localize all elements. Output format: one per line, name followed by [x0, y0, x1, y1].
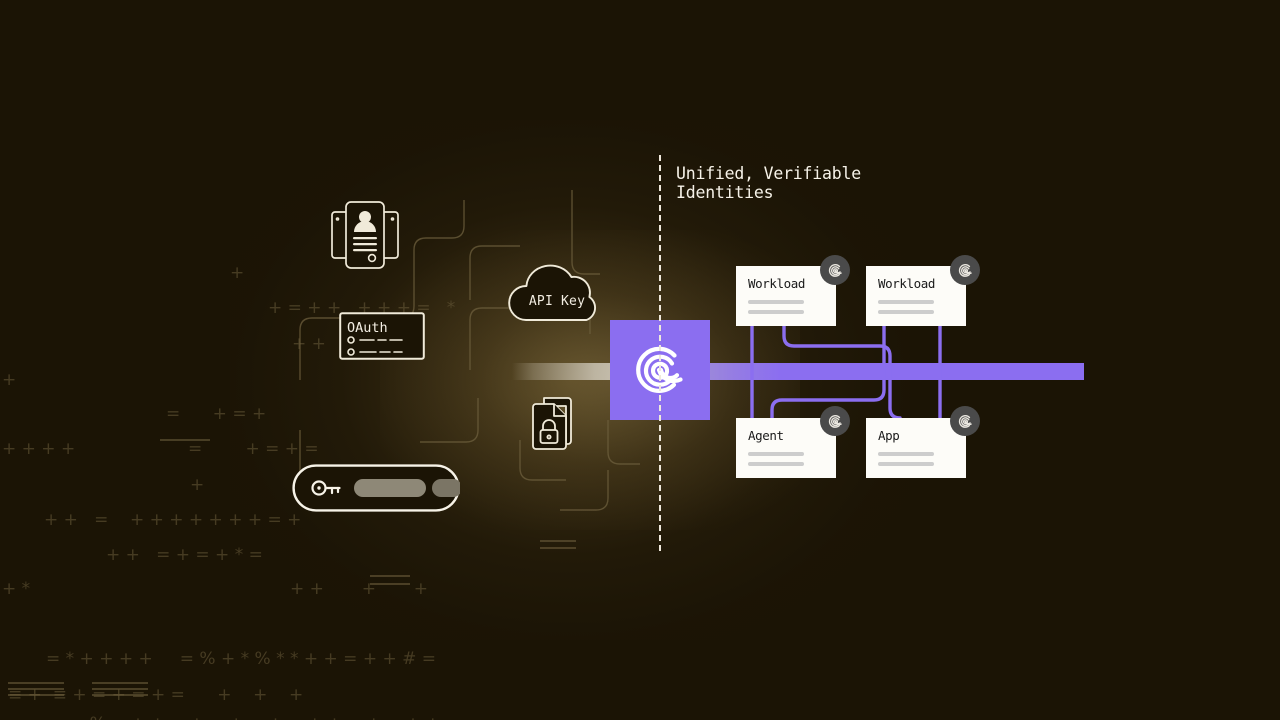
oauth-label: OAuth [347, 320, 388, 336]
node-detail-lines [878, 452, 954, 466]
spiral-identity-badge-icon [820, 255, 850, 285]
locked-documents-icon [532, 397, 572, 450]
oauth-form-icon [339, 312, 425, 360]
node-title: Workload [878, 276, 936, 291]
node-title: App [878, 428, 900, 443]
node-card-workload-1[interactable]: Workload [736, 266, 836, 326]
spiral-identity-badge-icon [950, 406, 980, 436]
node-card-workload-2[interactable]: Workload [866, 266, 966, 326]
node-detail-lines [748, 452, 824, 466]
spiral-identity-badge-icon [950, 255, 980, 285]
node-card-app[interactable]: App [866, 418, 966, 478]
dashed-divider [659, 155, 661, 551]
node-card-agent[interactable]: Agent [736, 418, 836, 478]
node-detail-lines [748, 300, 824, 314]
page-title: Unified, Verifiable Identities [676, 164, 861, 202]
spiral-identity-badge-icon [820, 406, 850, 436]
spiral-identity-logo [636, 346, 683, 393]
api-key-label: API Key [528, 294, 586, 309]
node-title: Workload [748, 276, 806, 291]
node-title: Agent [748, 428, 784, 443]
id-badge-stack-icon [331, 201, 399, 269]
password-key-pill-icon [292, 464, 460, 512]
node-detail-lines [878, 300, 954, 314]
cloud-icon [508, 264, 596, 321]
unified-identity-bar [710, 363, 1084, 380]
